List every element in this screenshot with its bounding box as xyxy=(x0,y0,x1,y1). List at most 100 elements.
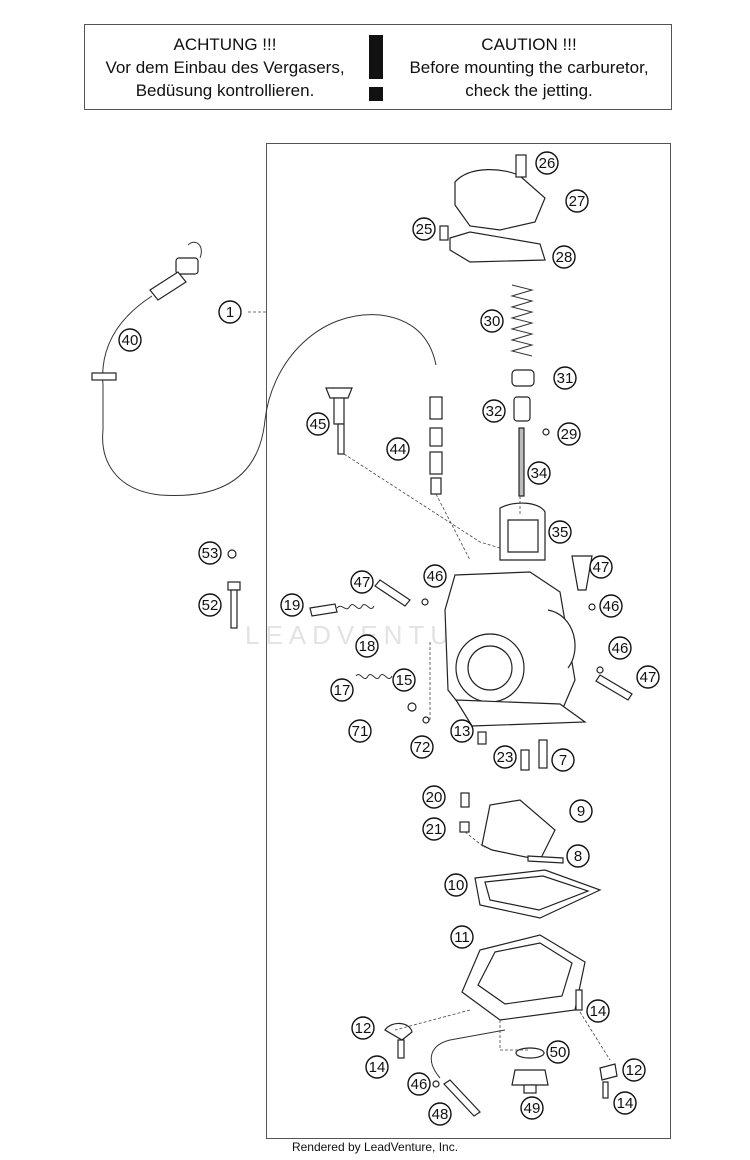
callout-13: 13 xyxy=(450,719,474,743)
callout-47: 47 xyxy=(636,665,660,689)
callout-46: 46 xyxy=(599,594,623,618)
caution-box: ACHTUNG !!! Vor dem Einbau des Vergasers… xyxy=(84,24,672,110)
bottom-parts xyxy=(384,989,618,1117)
callout-50: 50 xyxy=(546,1040,570,1064)
callout-number: 26 xyxy=(539,155,556,172)
warning-german-line2: Bedüsung kontrollieren. xyxy=(135,81,315,100)
callout-number: 17 xyxy=(334,682,351,699)
callout-19: 19 xyxy=(280,593,304,617)
callout-11: 11 xyxy=(450,925,474,949)
callout-47: 47 xyxy=(589,555,613,579)
needle-parts xyxy=(511,369,550,497)
callout-8: 8 xyxy=(566,844,590,868)
exclamation-icon xyxy=(365,35,387,103)
callout-number: 34 xyxy=(531,465,548,482)
callout-number: 21 xyxy=(426,821,443,838)
callout-number: 30 xyxy=(484,313,501,330)
warning-english-line1: Before mounting the carburetor, xyxy=(409,58,649,77)
callout-number: 40 xyxy=(122,332,139,349)
callout-number: 47 xyxy=(593,559,610,576)
callout-number: 19 xyxy=(284,597,301,614)
callout-number: 11 xyxy=(454,929,470,946)
callout-7: 7 xyxy=(551,748,575,772)
callout-53: 53 xyxy=(198,541,222,565)
callout-28: 28 xyxy=(552,245,576,269)
callout-25: 25 xyxy=(412,217,436,241)
callout-number: 25 xyxy=(416,221,433,238)
callout-number: 46 xyxy=(603,598,620,615)
callout-21: 21 xyxy=(422,817,446,841)
callout-number: 12 xyxy=(626,1062,643,1079)
callout-number: 14 xyxy=(369,1059,386,1076)
callout-number: 13 xyxy=(454,723,471,740)
callout-34: 34 xyxy=(527,461,551,485)
callout-number: 27 xyxy=(569,193,586,210)
callout-26: 26 xyxy=(535,151,559,175)
assembly-frame xyxy=(266,143,671,1139)
callout-number: 50 xyxy=(550,1044,567,1061)
callout-71: 71 xyxy=(348,719,372,743)
callout-number: 20 xyxy=(426,789,443,806)
callout-27: 27 xyxy=(565,189,589,213)
callout-49: 49 xyxy=(520,1096,544,1120)
callout-number: 32 xyxy=(486,403,503,420)
callout-29: 29 xyxy=(557,422,581,446)
callout-number: 46 xyxy=(427,568,444,585)
callout-14: 14 xyxy=(365,1055,389,1079)
callout-72: 72 xyxy=(410,735,434,759)
callout-35: 35 xyxy=(548,520,572,544)
float-bowl-gasket-part xyxy=(474,869,602,919)
callout-40: 40 xyxy=(118,328,142,352)
callout-17: 17 xyxy=(330,678,354,702)
callout-1: 1 xyxy=(218,300,242,324)
callout-10: 10 xyxy=(444,873,468,897)
callout-number: 28 xyxy=(556,249,573,266)
callout-number: 72 xyxy=(414,739,431,756)
callout-number: 14 xyxy=(590,1003,607,1020)
callout-number: 7 xyxy=(559,752,567,769)
callout-number: 46 xyxy=(411,1076,428,1093)
callout-number: 31 xyxy=(557,370,574,387)
throttle-slide-part xyxy=(499,502,546,561)
callout-number: 44 xyxy=(390,441,407,458)
callout-number: 46 xyxy=(612,640,629,657)
callout-52: 52 xyxy=(198,593,222,617)
callout-number: 1 xyxy=(226,304,234,321)
warning-german-line1: Vor dem Einbau des Vergasers, xyxy=(105,58,345,77)
callout-number: 49 xyxy=(524,1100,541,1117)
carb-top-cover-part xyxy=(439,154,546,263)
callout-32: 32 xyxy=(482,399,506,423)
adjuster-screw-part xyxy=(325,387,353,455)
callout-number: 10 xyxy=(448,877,465,894)
carburetor-body-part xyxy=(444,571,587,727)
warning-english-line2: check the jetting. xyxy=(465,81,593,100)
callout-46: 46 xyxy=(407,1072,431,1096)
callout-12: 12 xyxy=(622,1058,646,1082)
warning-english: CAUTION !!! Before mounting the carburet… xyxy=(395,33,663,102)
callout-number: 47 xyxy=(640,669,657,686)
float-bowl-part xyxy=(461,934,586,1021)
jet-parts xyxy=(429,396,443,495)
callout-labels: 26 27 25 28 1 30 40 31 32 45 44 29 34 35 53 47 46 47 52 19 4… xyxy=(118,151,660,1126)
callout-number: 29 xyxy=(561,426,578,443)
warning-german: ACHTUNG !!! Vor dem Einbau des Vergasers… xyxy=(91,33,359,102)
callout-45: 45 xyxy=(306,412,330,436)
callout-number: 14 xyxy=(617,1095,634,1112)
callout-number: 35 xyxy=(552,524,569,541)
callout-30: 30 xyxy=(480,309,504,333)
callout-31: 31 xyxy=(553,366,577,390)
callout-14: 14 xyxy=(586,999,610,1023)
callout-number: 9 xyxy=(577,803,585,820)
callout-18: 18 xyxy=(355,634,379,658)
callout-47: 47 xyxy=(350,570,374,594)
callout-14: 14 xyxy=(613,1091,637,1115)
warning-german-title: ACHTUNG !!! xyxy=(173,35,277,54)
float-assembly-part xyxy=(459,792,564,864)
callout-46: 46 xyxy=(423,564,447,588)
callout-number: 71 xyxy=(352,723,369,740)
callout-number: 52 xyxy=(202,597,219,614)
callout-12: 12 xyxy=(351,1016,375,1040)
footer-credit: Rendered by LeadVenture, Inc. xyxy=(291,1140,459,1154)
